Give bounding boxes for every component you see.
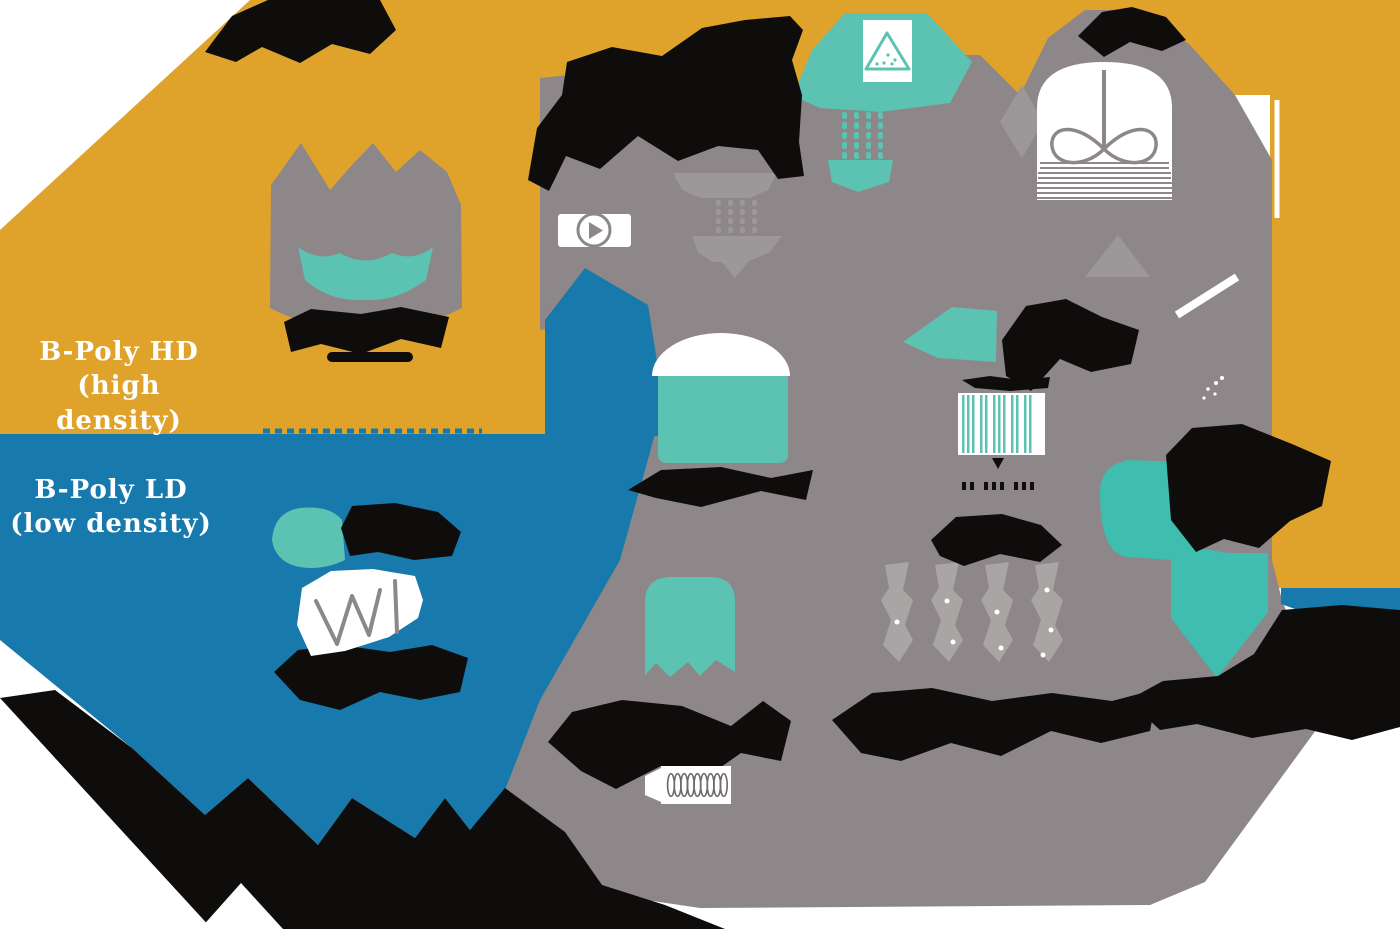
redacted-label-blob [0, 690, 725, 929]
crown-smile [298, 247, 433, 301]
hopper-gray-dashes [716, 200, 757, 233]
banner-w-glyph [314, 588, 382, 646]
redacted-label-blob [548, 700, 791, 789]
barcode-icon [958, 393, 1045, 455]
extruder-screw-icon [645, 766, 731, 804]
tank-tombstone [645, 577, 735, 677]
storage-dome-icon [652, 333, 790, 376]
label-b-poly-hd: B-Poly HD (high density) [12, 335, 226, 438]
redacted-label-blob [1078, 7, 1186, 57]
redacted-label-blob [284, 307, 449, 354]
flow-arrow-down [1100, 460, 1268, 678]
sprinkle-dots [1202, 376, 1224, 400]
redacted-label-blob [628, 467, 813, 507]
hopper-teal-flare [828, 160, 893, 192]
label-b-poly-hd-desc: (high density) [56, 371, 182, 436]
barcode-card [958, 393, 1045, 455]
agitator-impeller [1050, 127, 1158, 165]
diamond-accent [1000, 85, 1043, 158]
sugar-pile-icon [863, 20, 912, 82]
play-video-button[interactable] [558, 212, 631, 248]
redacted-label-blob [1002, 299, 1139, 391]
redacted-label-blob [931, 514, 1062, 566]
label-b-poly-hd-name: B-Poly HD [39, 337, 199, 367]
redacted-label-blob [832, 688, 1158, 761]
white-slash [1174, 273, 1240, 319]
extruder-die [645, 768, 661, 802]
label-b-poly-ld-name: B-Poly LD [34, 475, 188, 505]
pellet-shapes [881, 562, 1063, 662]
white-notch [200, 883, 283, 929]
barcode-pointer [992, 458, 1004, 469]
extruder-barrel [661, 766, 731, 804]
pellet-dots [894, 587, 1054, 658]
hopper-top [673, 173, 777, 198]
redacted-label-blob [962, 376, 1050, 391]
redacted-label-blob [1128, 605, 1400, 740]
label-b-poly-ld: B-Poly LD (low density) [6, 473, 216, 542]
banner-bar-glyph [393, 579, 399, 634]
sugar-card [863, 20, 912, 82]
redacted-label-blob [341, 503, 461, 560]
teal-wedge [903, 307, 997, 362]
hopper-tip [722, 262, 748, 278]
plant-crown-shape [270, 143, 462, 332]
redacted-label-blob [1166, 424, 1331, 552]
redacted-label-blob [528, 16, 804, 191]
redacted-label-strip [327, 352, 413, 362]
barcode-stripes [962, 395, 1032, 453]
barcode-tick-marks [962, 482, 1034, 490]
redacted-label-blob [205, 0, 396, 63]
blue-channel [545, 268, 660, 436]
banner-logo-icon [297, 569, 423, 656]
teal-lobe [272, 507, 345, 568]
extruder-coil [666, 772, 728, 798]
label-b-poly-ld-desc: (low density) [10, 509, 212, 540]
process-silhouette [500, 10, 1320, 908]
gold-region-group [0, 0, 1400, 588]
hopper-flare [692, 236, 782, 262]
light-gray-details [673, 85, 1150, 278]
sugar-triangle [864, 31, 911, 71]
gold-hd-region [0, 0, 1400, 588]
dome-body [658, 372, 788, 463]
triangle-accent [1085, 235, 1150, 277]
play-icon[interactable] [589, 222, 603, 239]
sugar-grains [875, 53, 897, 66]
redacted-label-blob [274, 645, 468, 710]
fermentation-tank-icon [1034, 62, 1175, 200]
hopper-teal-dashes [842, 112, 883, 159]
tank-liquid-lines [1034, 162, 1175, 199]
